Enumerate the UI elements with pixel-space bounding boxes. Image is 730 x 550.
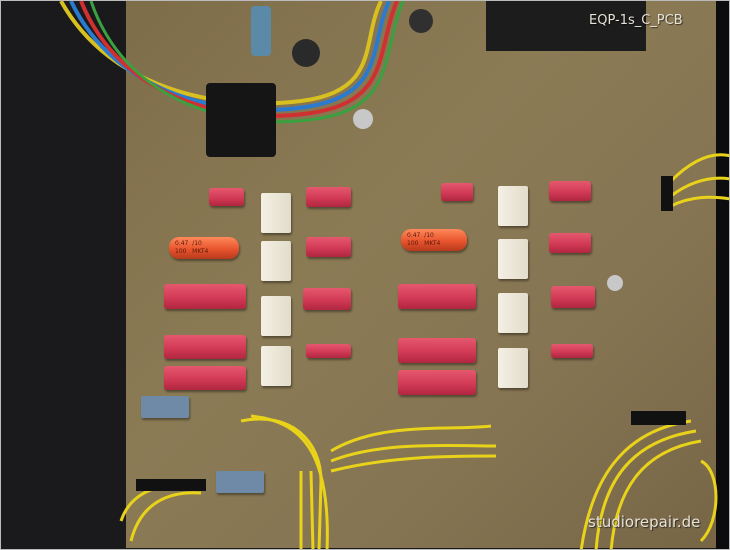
capacitor <box>164 284 246 309</box>
capacitor <box>549 233 591 253</box>
electrolytic-capacitor <box>292 39 320 67</box>
capacitor <box>209 188 244 206</box>
capacitor <box>398 370 476 395</box>
relay <box>498 293 528 333</box>
capacitor <box>306 187 351 207</box>
watermark: studiorepair.de <box>588 513 701 531</box>
yellow-wire-bundle <box>119 153 729 549</box>
rainbow-wire <box>89 1 405 124</box>
capacitor <box>441 183 473 201</box>
relay <box>261 241 291 281</box>
capacitor <box>306 344 351 358</box>
trimmer-potentiometer <box>409 9 433 33</box>
relay <box>498 186 528 226</box>
film-capacitor: 0.47 /10 100 MKT4 <box>401 229 467 251</box>
connector-header <box>661 176 673 211</box>
capacitor <box>398 284 476 309</box>
connector-header <box>136 479 206 491</box>
mounting-nut <box>607 275 623 291</box>
rainbow-wire <box>79 1 399 118</box>
connector-header <box>631 411 686 425</box>
electrolytic-capacitor <box>251 6 271 56</box>
capacitor <box>398 338 476 363</box>
heatsink <box>486 1 646 51</box>
trimmer-block <box>216 471 264 493</box>
capacitor <box>164 335 246 359</box>
board-label: EQP-1s_C_PCB <box>589 13 683 28</box>
mounting-nut <box>353 109 373 129</box>
capacitor <box>164 366 246 390</box>
relay <box>261 346 291 386</box>
film-capacitor: 0.47 /10 100 MKT4 <box>169 237 239 259</box>
relay <box>498 348 528 388</box>
trimmer-block <box>141 396 189 418</box>
capacitor <box>303 288 351 310</box>
capacitor <box>306 237 351 257</box>
relay <box>261 193 291 233</box>
relay <box>261 296 291 336</box>
capacitor <box>551 344 593 358</box>
capacitor <box>549 181 591 201</box>
capacitor <box>551 286 595 308</box>
cable-clip <box>206 83 276 157</box>
relay <box>498 239 528 279</box>
chassis-edge <box>716 1 729 549</box>
